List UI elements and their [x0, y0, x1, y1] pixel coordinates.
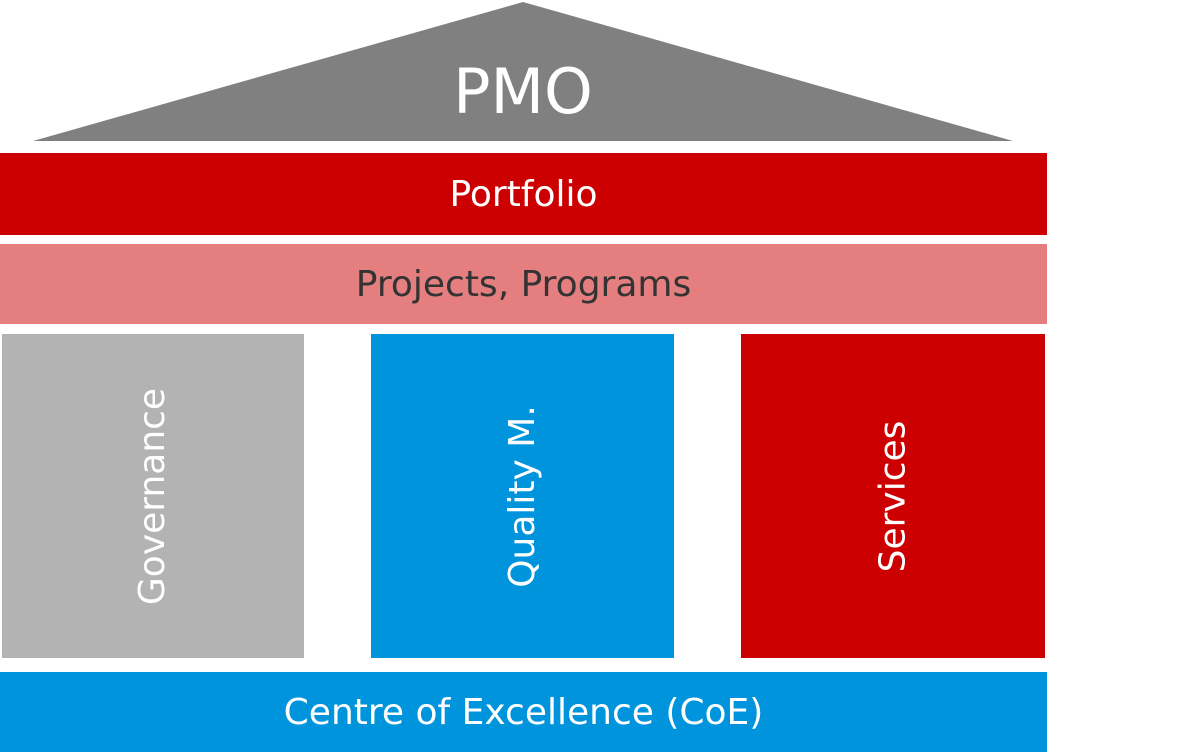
services-label: Services	[872, 420, 914, 572]
coe-label: Centre of Excellence (CoE)	[283, 691, 764, 733]
portfolio-label: Portfolio	[449, 173, 598, 215]
governance-pillar: Governance	[2, 334, 304, 658]
governance-label: Governance	[132, 387, 174, 605]
pmo-label: PMO	[453, 55, 593, 128]
pmo-roof	[33, 2, 1013, 141]
quality-management-pillar: Quality M.	[371, 334, 674, 658]
services-pillar: Services	[741, 334, 1045, 658]
projects-programs-label: Projects, Programs	[355, 263, 692, 305]
projects-programs-band: Projects, Programs	[0, 244, 1047, 324]
coe-band: Centre of Excellence (CoE)	[0, 672, 1047, 752]
portfolio-band: Portfolio	[0, 153, 1047, 235]
quality-management-label: Quality M.	[502, 404, 543, 588]
